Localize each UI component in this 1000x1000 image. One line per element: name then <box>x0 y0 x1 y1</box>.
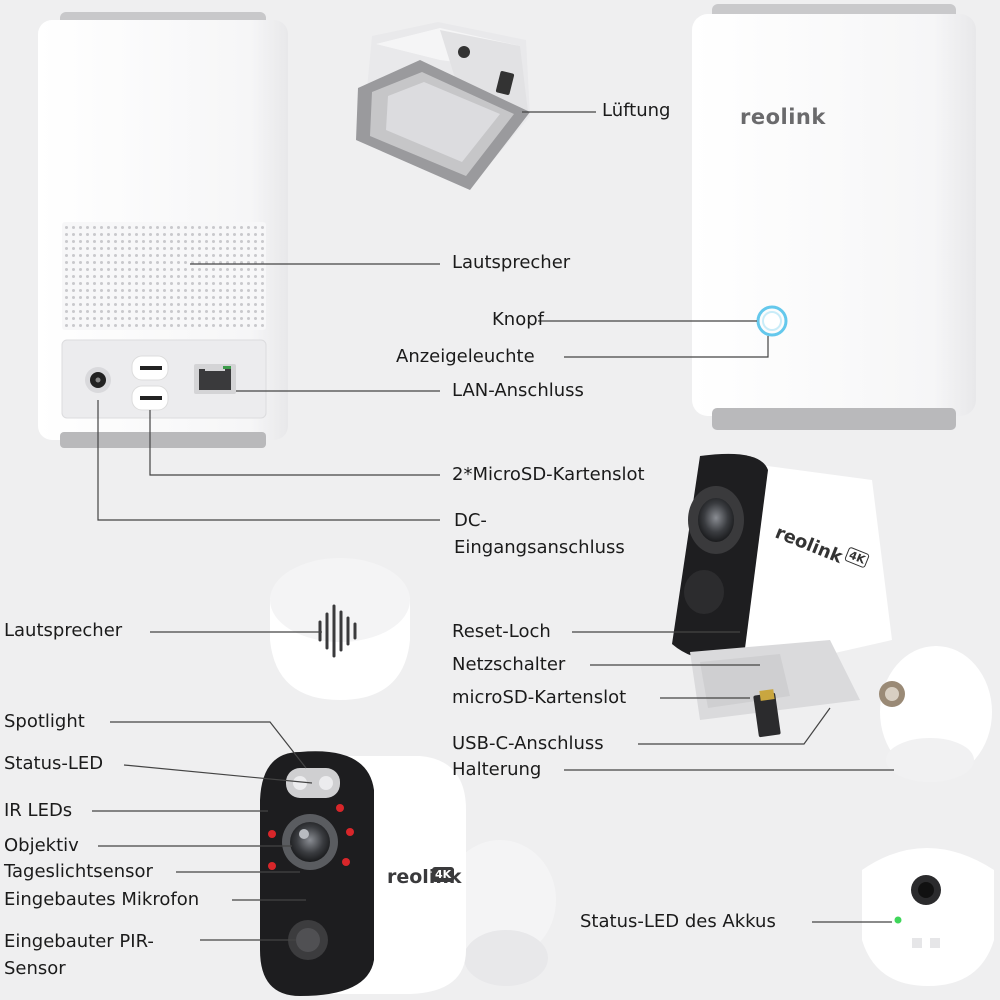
label-lueftung: Lüftung <box>602 100 671 121</box>
brand-logo-hub: reolink <box>740 105 826 129</box>
speaker-grille-icon <box>62 222 266 330</box>
microsd-slot-icon <box>140 366 162 370</box>
label-microsd-cam: microSD-Kartenslot <box>452 687 627 708</box>
label-pir-line2: Sensor <box>4 958 66 979</box>
speaker-slots-icon <box>318 604 357 658</box>
hub-bottom-view <box>356 22 530 190</box>
camera-speaker-closeup <box>270 558 410 700</box>
label-tageslicht: Tageslichtsensor <box>4 861 153 882</box>
label-halterung: Halterung <box>452 759 542 780</box>
label-usbc: USB-C-Anschluss <box>452 733 604 754</box>
label-objektiv: Objektiv <box>4 835 79 856</box>
leader-lines <box>92 111 894 941</box>
label-netzschalter: Netzschalter <box>452 654 566 675</box>
camera-side-view <box>672 453 992 782</box>
label-akku-led: Status-LED des Akkus <box>580 911 776 932</box>
indicator-light-icon <box>756 305 788 337</box>
label-lan: LAN-Anschluss <box>452 380 584 401</box>
label-lautsprecher-cam: Lautsprecher <box>4 620 123 641</box>
hub-front <box>692 4 976 430</box>
label-reset: Reset-Loch <box>452 621 551 642</box>
battery-led-closeup <box>862 848 994 986</box>
label-anzeigeleuchte: Anzeigeleuchte <box>396 346 535 367</box>
label-spotlight: Spotlight <box>4 711 85 732</box>
label-microsd-hub: 2*MicroSD-Kartenslot <box>452 464 645 485</box>
label-dc-line1: DC- <box>454 510 487 531</box>
label-dc-line2: Eingangsanschluss <box>454 537 625 558</box>
label-ir-leds: IR LEDs <box>4 800 73 821</box>
label-status-led: Status-LED <box>4 753 104 774</box>
badge-4k-front: 4K <box>432 867 455 882</box>
label-knopf: Knopf <box>492 309 544 330</box>
hub-back <box>38 12 288 448</box>
camera-front-view <box>260 751 556 996</box>
label-lautsprecher-hub: Lautsprecher <box>452 252 571 273</box>
label-pir-line1: Eingebauter PIR- <box>4 931 154 952</box>
label-mikrofon: Eingebautes Mikrofon <box>4 889 200 910</box>
